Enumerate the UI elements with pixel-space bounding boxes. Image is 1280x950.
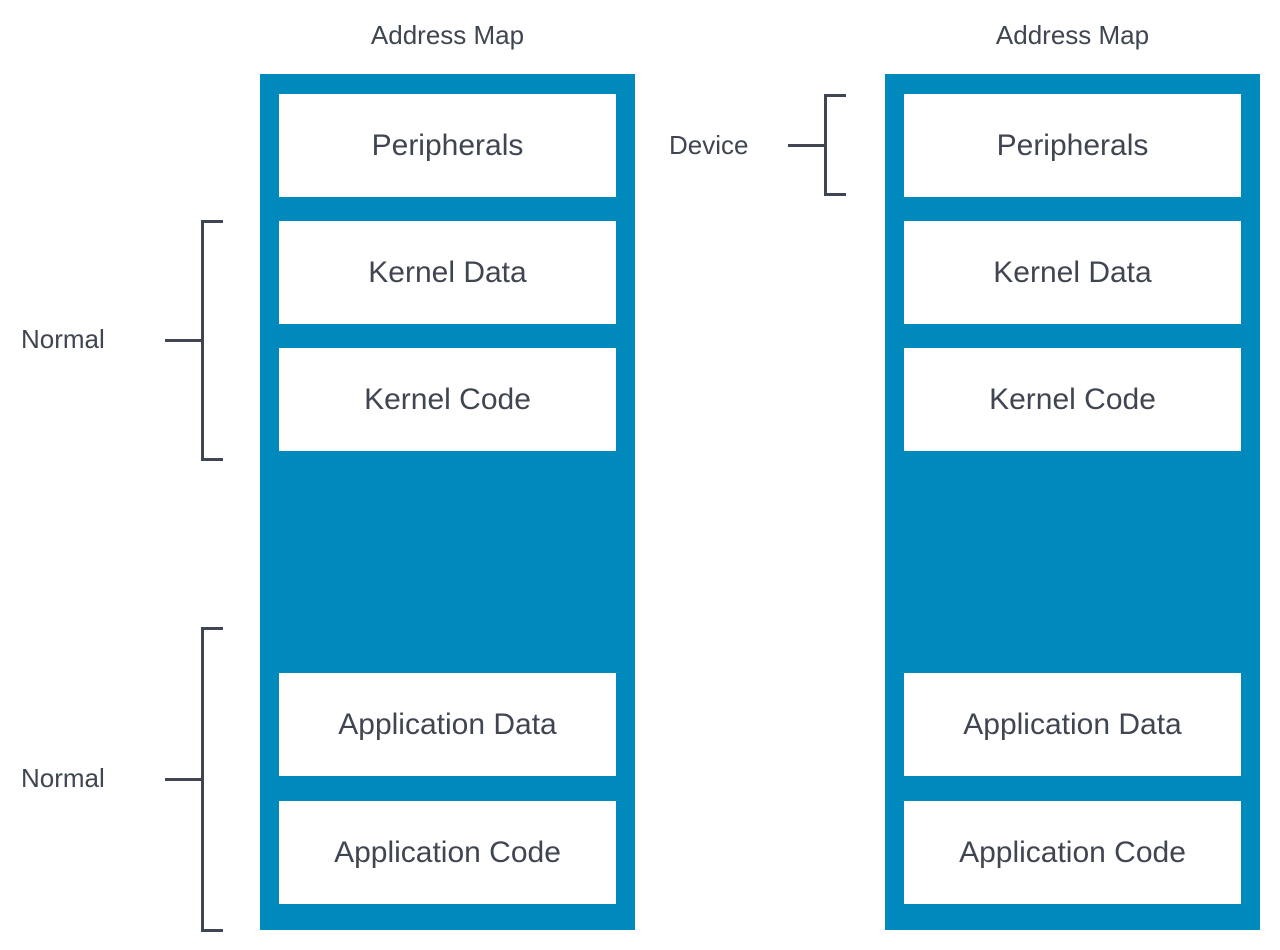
right-device-attribute-label: Device [669, 130, 749, 160]
left-lower-attribute-label: Normal [21, 763, 105, 793]
left-region-kernel-data: Kernel Data [279, 221, 616, 324]
right-map-title: Address Map [995, 20, 1150, 50]
left-address-map: Peripherals Kernel Data Kernel Code Appl… [260, 74, 635, 930]
right-address-map: Peripherals Kernel Data Kernel Code Appl… [885, 74, 1260, 930]
right-region-kernel-code: Kernel Code [904, 348, 1241, 451]
left-region-application-code: Application Code [279, 801, 616, 904]
left-upper-attribute-label: Normal [21, 324, 105, 354]
left-region-peripherals: Peripherals [279, 94, 616, 197]
left-region-kernel-code: Kernel Code [279, 348, 616, 451]
right-region-kernel-data: Kernel Data [904, 221, 1241, 324]
left-map-title: Address Map [370, 20, 525, 50]
right-region-peripherals: Peripherals [904, 94, 1241, 197]
left-region-application-data: Application Data [279, 673, 616, 776]
right-region-application-data: Application Data [904, 673, 1241, 776]
right-region-application-code: Application Code [904, 801, 1241, 904]
